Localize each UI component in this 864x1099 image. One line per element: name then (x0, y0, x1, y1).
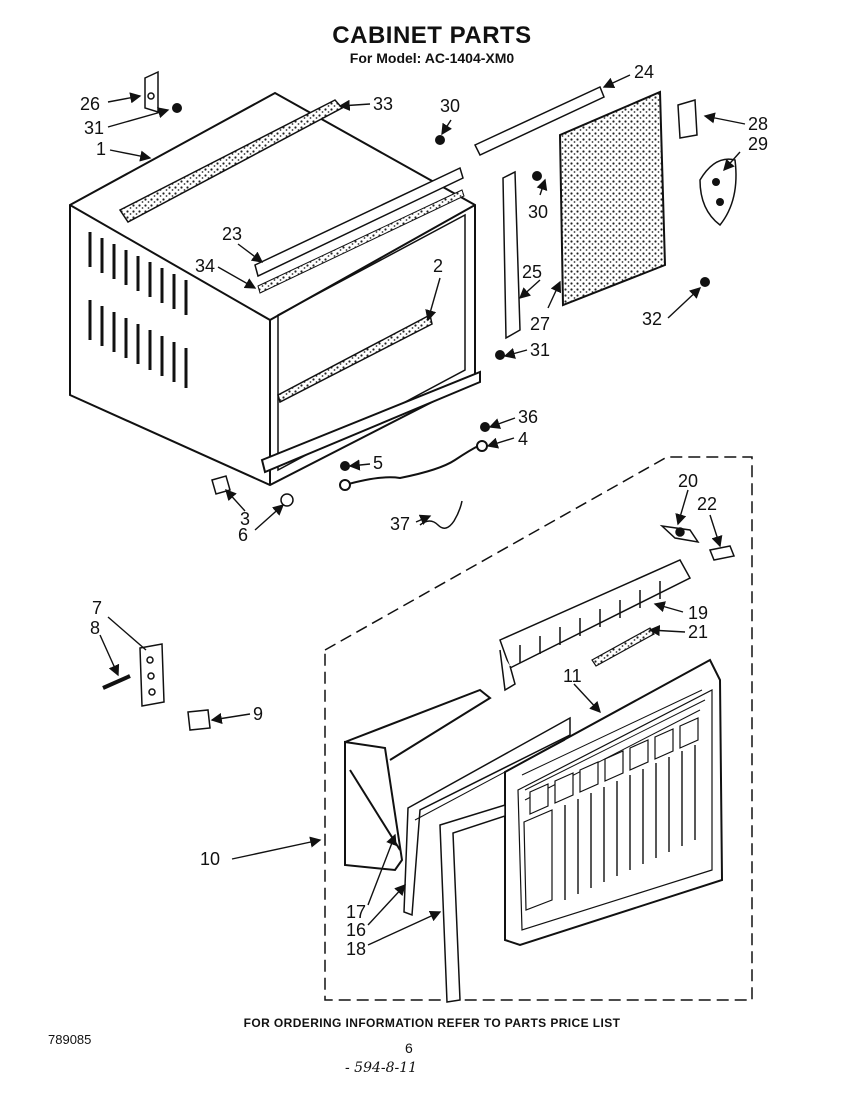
handwritten-note: - 594-8-11 (345, 1060, 418, 1076)
callout-32: 32 (642, 309, 662, 329)
callout-20: 20 (678, 471, 698, 491)
callout-31: 31 (84, 118, 104, 138)
callout-21: 21 (688, 622, 708, 642)
callout-3: 3 (240, 509, 250, 529)
callout-31b: 31 (530, 340, 550, 360)
callout-19: 19 (688, 603, 708, 623)
callout-5: 5 (373, 453, 383, 473)
leader-lines (99, 74, 746, 946)
retainer-clip (699, 158, 737, 227)
callout-36: 36 (518, 407, 538, 427)
callout-7: 7 (92, 598, 102, 618)
slide-lever (591, 627, 655, 667)
callout-22: 22 (697, 494, 717, 514)
mounting-plate (102, 643, 211, 731)
control-bracket (499, 559, 692, 692)
frame-gasket (439, 803, 506, 1003)
front-grille (504, 658, 724, 947)
screws (172, 103, 710, 471)
callout-1: 1 (96, 139, 106, 159)
knob-and-spring (659, 524, 736, 561)
callout-16: 16 (346, 920, 366, 940)
callout-17: 17 (346, 902, 366, 922)
callout-29: 29 (748, 134, 768, 154)
callout-25: 25 (522, 262, 542, 282)
model-subtitle: For Model: AC-1404-XM0 (349, 50, 515, 66)
callout-9: 9 (253, 704, 263, 724)
callout-11: 11 (563, 666, 582, 686)
lower-rail (277, 313, 433, 404)
page-number: 6 (405, 1040, 413, 1056)
page-title: CABINET PARTS (332, 22, 532, 49)
callout-30: 30 (440, 96, 460, 116)
callout-8: 8 (90, 618, 100, 638)
callout-26: 26 (80, 94, 100, 114)
ordering-note: FOR ORDERING INFORMATION REFER TO PARTS … (243, 1016, 621, 1030)
callout-4: 4 (518, 429, 528, 449)
callout-10: 10 (200, 849, 220, 869)
callout-34: 34 (195, 256, 215, 276)
callout-27: 27 (530, 314, 550, 334)
callout-28: 28 (748, 114, 768, 134)
cabinet-shell (69, 91, 481, 487)
drawing-number: 789085 (48, 1032, 92, 1047)
knob-block (677, 99, 698, 139)
inner-panel (403, 716, 571, 917)
side-rail (254, 166, 465, 294)
front-group-outline (324, 456, 753, 1001)
callout-24: 24 (634, 62, 654, 82)
callout-6: 6 (238, 525, 248, 545)
callout-2: 2 (433, 256, 443, 276)
callout-33: 33 (373, 94, 393, 114)
callout-23: 23 (222, 224, 242, 244)
side-channel (502, 170, 521, 340)
callout-numbers: 26 31 1 33 30 24 28 29 23 34 2 30 25 27 … (80, 62, 768, 959)
callout-30b: 30 (528, 202, 548, 222)
bracket (144, 70, 159, 114)
ground-wire (339, 440, 488, 529)
callout-18: 18 (346, 939, 366, 959)
callout-37: 37 (390, 514, 410, 534)
seal-strip (473, 85, 605, 156)
air-filter (558, 90, 667, 307)
